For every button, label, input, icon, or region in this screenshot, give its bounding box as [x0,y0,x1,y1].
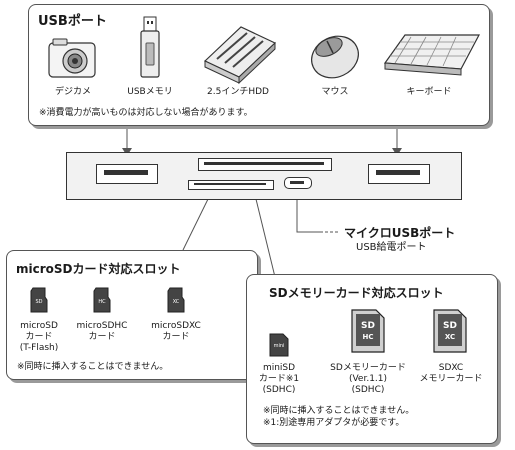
sd-slot-title: SDメモリーカード対応スロット [269,286,444,300]
usb-port-panel: USBポート デジカメ USBメモリ 2.5インチHDD マウス [28,4,490,126]
keyboard-icon [383,34,480,76]
svg-text:SD: SD [361,321,375,331]
svg-text:XC: XC [445,333,455,341]
microsd-slot-title: microSDカード対応スロット [16,262,181,276]
usb-power-note: ※消費電力が高いものは対応しない場合があります。 [39,108,253,118]
microsd-slot-note: ※同時に挿入することはできません。 [17,362,169,372]
minisd-card-icon: mini [269,333,289,357]
sd-slot-note-2: ※1:別途専用アダプタが必要です。 [263,418,405,428]
svg-text:HC: HC [98,299,106,305]
micro-usb-title: マイクロUSBポート [344,226,456,240]
card-label-microsdhc: microSDHC カード [76,321,128,342]
usb-port-left-inner [104,170,148,175]
card-label-microsd: microSD カード (T-Flash) [19,321,59,353]
usb-stick-icon [140,16,160,78]
microsd-card-icon: SD [30,287,48,313]
sd-card-slot-inner [204,162,324,165]
microsd-card-slot [188,180,274,190]
device-label-mouse: マウス [321,87,349,97]
sd-slot-note-1: ※同時に挿入することはできません。 [263,406,415,416]
device-label-camera: デジカメ [54,87,91,97]
card-label-minisd: miniSD カード※1 (SDHC) [258,363,300,395]
svg-text:XC: XC [173,299,180,305]
svg-text:HC: HC [363,333,374,341]
device-label-usb-stick: USBメモリ [127,87,173,97]
svg-text:SD: SD [35,299,42,305]
camera-icon [48,38,96,78]
mouse-icon [311,35,359,79]
microsdxc-card-icon: XC [167,287,185,313]
usb-port-title: USBポート [38,14,107,29]
micro-usb-subtitle: USB給電ポート [356,242,427,253]
sd-slot-panel: SDメモリーカード対応スロット mini miniSD カード※1 (SDHC)… [246,274,498,444]
microsd-card-slot-inner [194,183,266,185]
microsd-slot-panel: microSDカード対応スロット SD microSD カード (T-Flash… [6,250,258,380]
card-label-sdxc: SDXC メモリーカード [419,363,483,384]
micro-usb-port-inner [290,181,304,184]
microsdhc-card-icon: HC [93,287,111,313]
sdhc-card-icon: SD HC [351,309,385,353]
device-label-keyboard: キーボード [406,87,452,97]
svg-text:SD: SD [443,321,457,331]
svg-text:mini: mini [274,343,285,349]
usb-port-right-inner [376,170,420,175]
card-label-microsdxc: microSDXC カード [151,321,201,342]
hdd-icon [203,26,277,85]
card-label-sdhc: SDメモリーカード (Ver.1.1) (SDHC) [330,363,406,395]
sdxc-card-icon: SD XC [433,309,467,353]
device-label-hdd: 2.5インチHDD [207,87,269,97]
